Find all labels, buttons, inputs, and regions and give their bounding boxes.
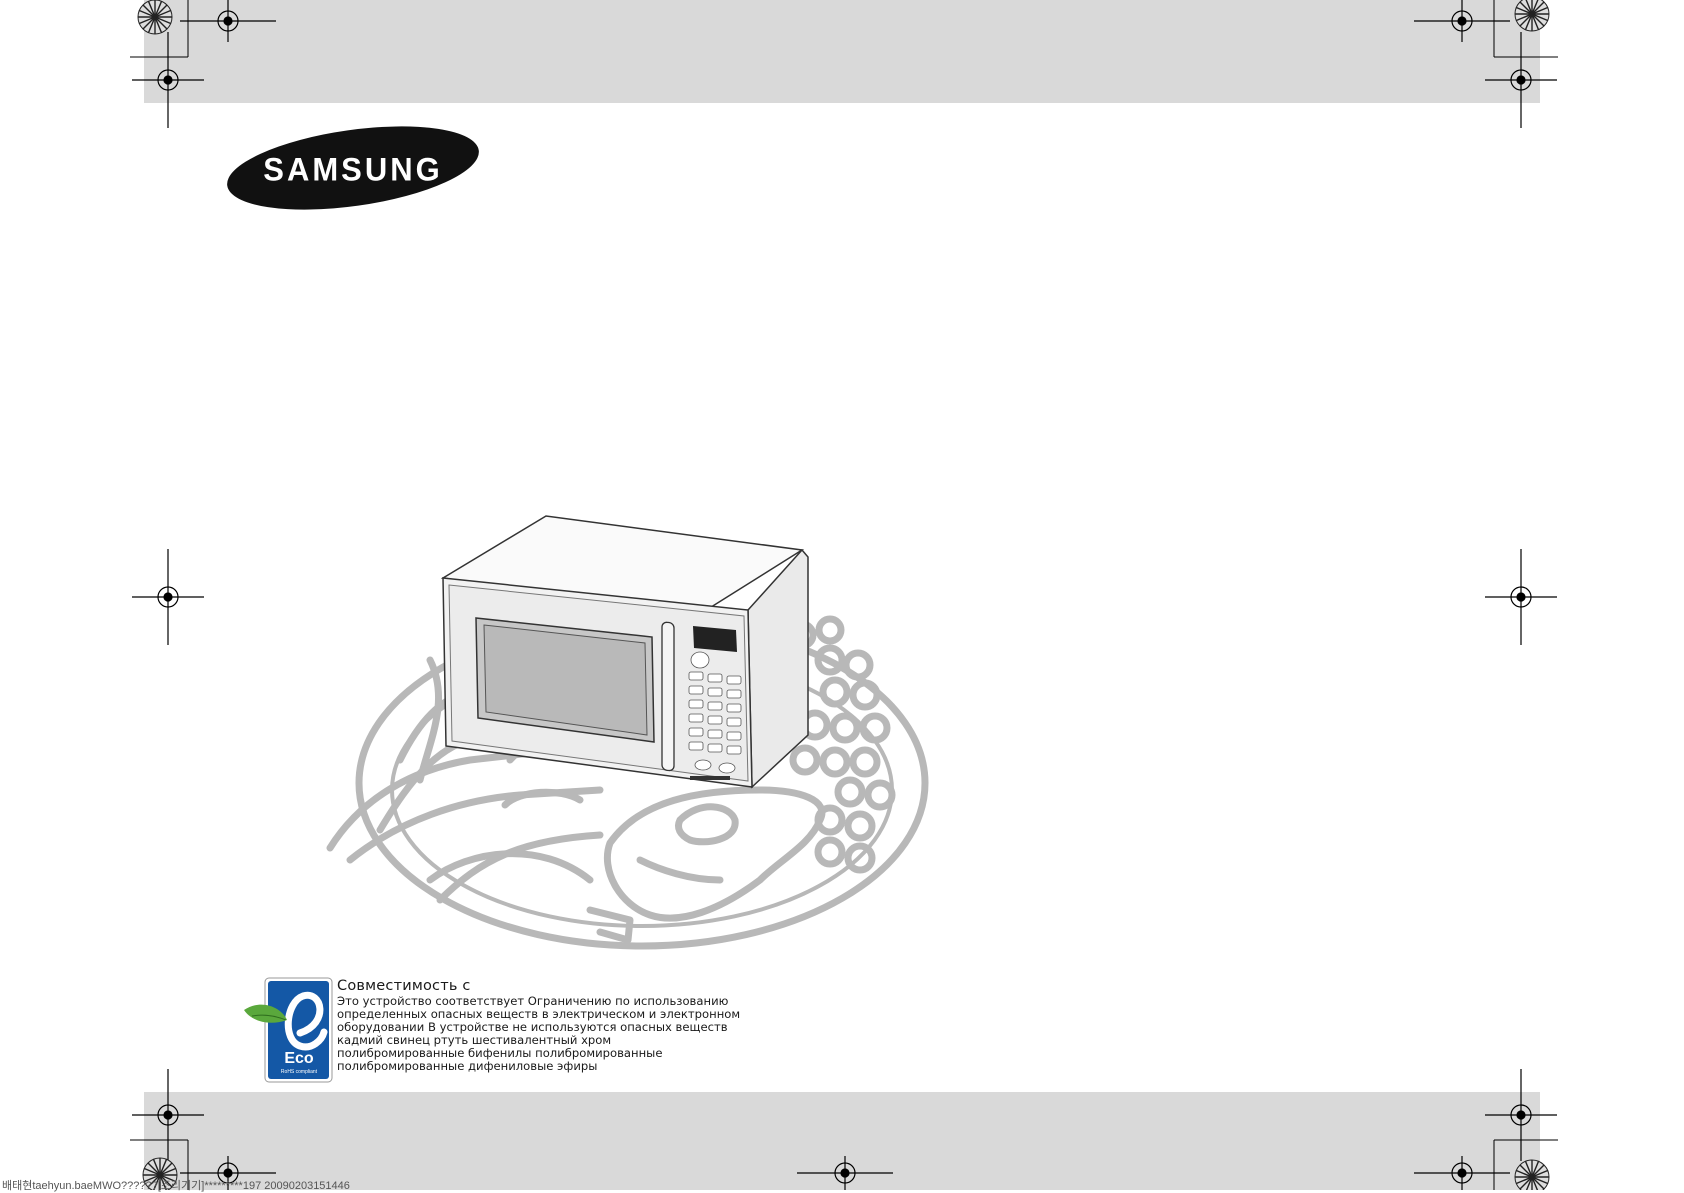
eco-line: Это устройство соответствует Ограничению… [337,994,729,1008]
eco-line: определенных опасных веществ в электриче… [337,1007,741,1021]
leaf-icon [244,1004,287,1023]
crosshair-icon [1414,0,1510,42]
steak [603,786,826,922]
crosshair-icon [180,1156,276,1190]
eco-line: оборудовании В устройстве не используютс… [337,1020,728,1034]
crosshair-icon [1485,32,1557,128]
microwave-oven [440,515,809,789]
eco-title: Совместимость с [337,978,471,994]
crosshair-icon [180,0,276,42]
crosshair-icon [132,549,204,645]
logo-wordmark: SAMSUNG [263,151,442,188]
eco-line: кадмий свинец ртуть шестивалентный хром [337,1033,612,1047]
top-print-band [144,0,1540,103]
food-plate-drawing [326,615,929,950]
crosshair-icon [1414,1156,1510,1190]
eco-badge-sublabel: RoHS compliant [281,1069,318,1075]
eco-line: полибромированные бифенилы полибромирова… [337,1046,663,1060]
crosshair-icon [797,1156,893,1190]
crosshair-icon [132,32,204,128]
crosshair-icon [1485,549,1557,645]
pea [814,644,846,676]
eco-badge-label: Eco [284,1050,314,1067]
crosshair-icon [132,1069,204,1161]
eco-line: полибромированные дифениловые эфиры [337,1059,598,1073]
crosshair-icon [1485,1069,1557,1161]
eco-compliance-notice: Совместимость с Это устройство соответст… [337,978,740,1073]
carrot [326,748,544,852]
print-slug: 배태현taehyun.baeMWO??????[조리기기]*********19… [2,1180,350,1192]
